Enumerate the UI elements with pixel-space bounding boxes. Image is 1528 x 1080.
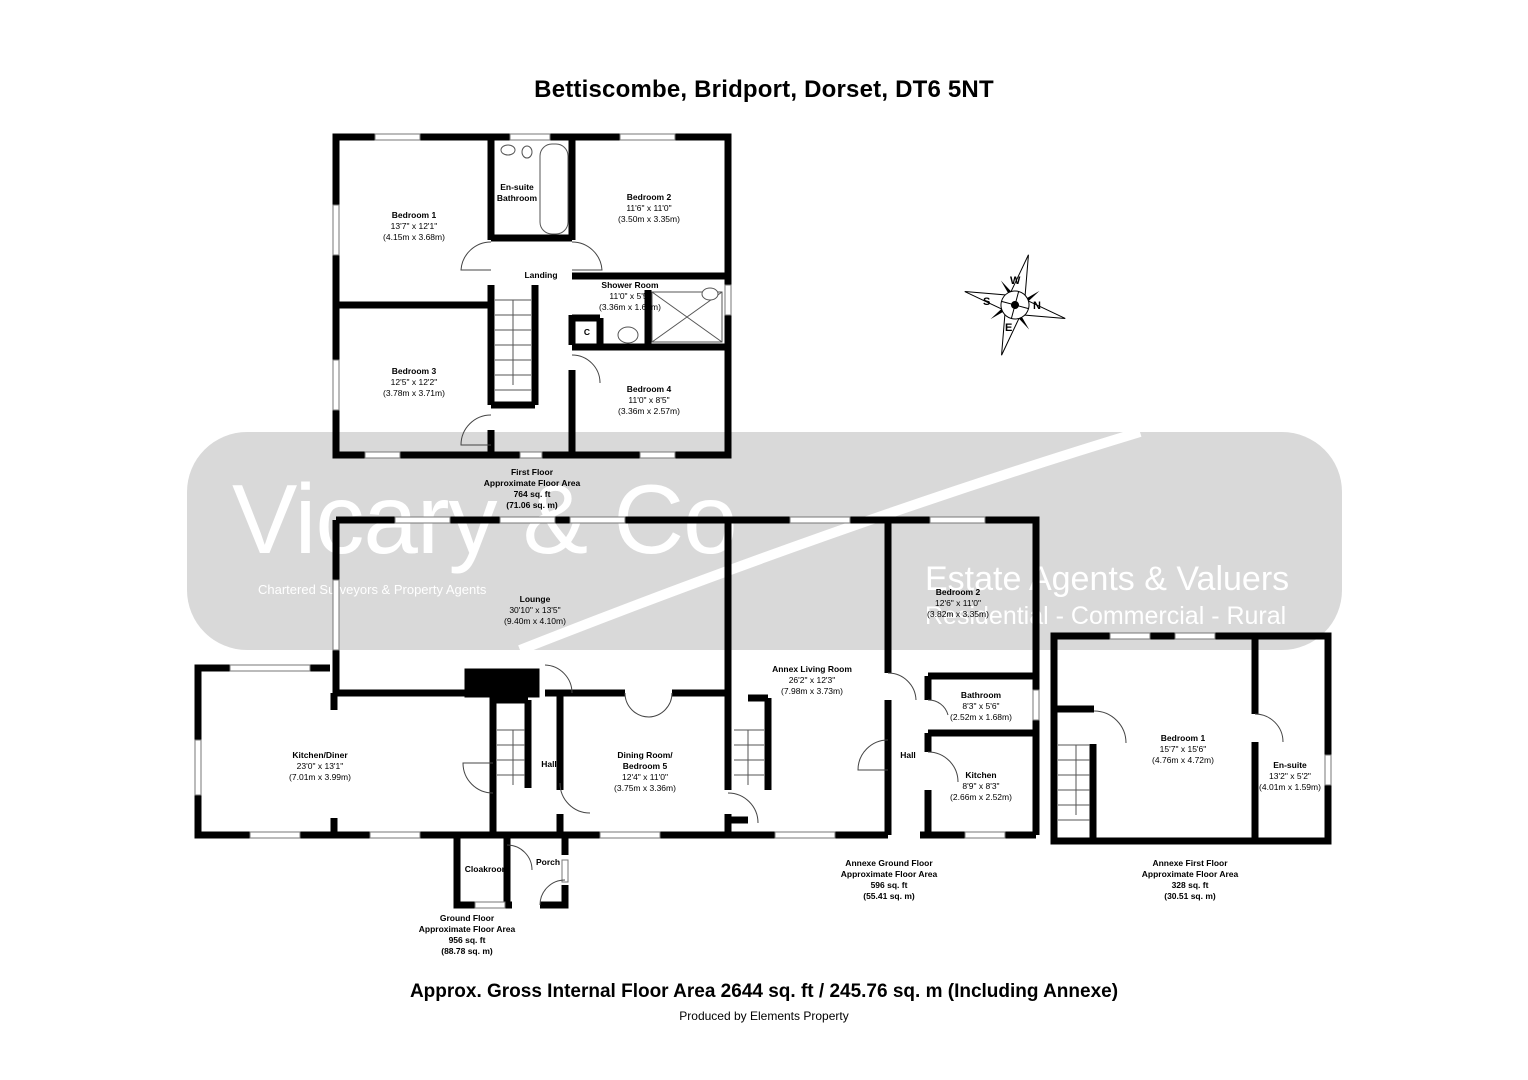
compass-label-w: W [1010, 275, 1021, 287]
room-ff-bedroom-4: Bedroom 4 11'0" x 8'5" (3.36m x 2.57m) [618, 384, 680, 416]
room-ff-bedroom-2: Bedroom 2 11'6" x 11'0" (3.50m x 3.35m) [618, 192, 680, 224]
room-gf-lounge: Lounge 30'10" x 13'5" (9.40m x 4.10m) [504, 594, 566, 626]
compass-label-s: S [983, 296, 991, 308]
room-ag-bathroom: Bathroom 8'3" x 5'6" (2.52m x 1.68m) [950, 690, 1012, 722]
area-annexe-first-floor: Annexe First Floor Approximate Floor Are… [1141, 858, 1239, 901]
room-ag-bedroom-2: Bedroom 2 12'6" x 11'0" (3.82m x 3.35m) [927, 587, 989, 619]
room-gf-hall: Hall [541, 759, 557, 769]
room-ag-hall: Hall [900, 750, 916, 760]
room-af-bedroom-1: Bedroom 1 15'7" x 15'6" (4.76m x 4.72m) [1152, 733, 1214, 765]
total-floor-area: Approx. Gross Internal Floor Area 2644 s… [409, 981, 1119, 1002]
page-title: Bettiscombe, Bridport, Dorset, DT6 5NT [534, 76, 994, 103]
compass-rose-icon [964, 254, 1066, 356]
room-gf-cloakroom: Cloakroom [464, 864, 510, 874]
room-gf-dining-room: Dining Room/ Bedroom 5 12'4" x 11'0" (3.… [614, 750, 676, 793]
watermark-line2: Residential - Commercial - Rural [925, 602, 1287, 630]
room-ag-living-room: Annex Living Room 26'2" x 12'3" (7.98m x… [772, 664, 852, 696]
compass-label-n: N [1033, 300, 1041, 312]
room-ff-landing: Landing [524, 270, 558, 280]
area-annexe-ground-floor: Annexe Ground Floor Approximate Floor Ar… [840, 858, 938, 901]
room-ff-bedroom-3: Bedroom 3 12'5" x 12'2" (3.78m x 3.71m) [383, 366, 445, 398]
room-af-ensuite: En-suite 13'2" x 5'2" (4.01m x 1.59m) [1259, 760, 1321, 792]
room-gf-kitchen-diner: Kitchen/Diner 23'0" x 13'1" (7.01m x 3.9… [289, 750, 351, 782]
room-ff-shower-room: Shower Room 11'0" x 5'5" (3.36m x 1.66m) [599, 280, 661, 312]
watermark-tagline: Chartered Surveyors & Property Agents [258, 582, 487, 597]
room-ff-bedroom-1: Bedroom 1 13'7" x 12'1" (4.15m x 3.68m) [383, 210, 445, 242]
watermark-band [187, 432, 1342, 650]
area-ground-floor: Ground Floor Approximate Floor Area 956 … [418, 913, 516, 956]
compass-label-e: E [1005, 322, 1013, 334]
room-gf-porch: Porch [535, 857, 561, 867]
room-ff-ensuite-bathroom: En-suite Bathroom [496, 182, 538, 203]
watermark-line1: Estate Agents & Valuers [925, 560, 1290, 598]
room-ff-cupboard: C [583, 327, 591, 337]
area-first-floor: First Floor Approximate Floor Area 764 s… [483, 467, 581, 510]
producer-credit: Produced by Elements Property [679, 1009, 849, 1023]
room-ag-kitchen: Kitchen 8'9" x 8'3" (2.66m x 2.52m) [950, 770, 1012, 802]
